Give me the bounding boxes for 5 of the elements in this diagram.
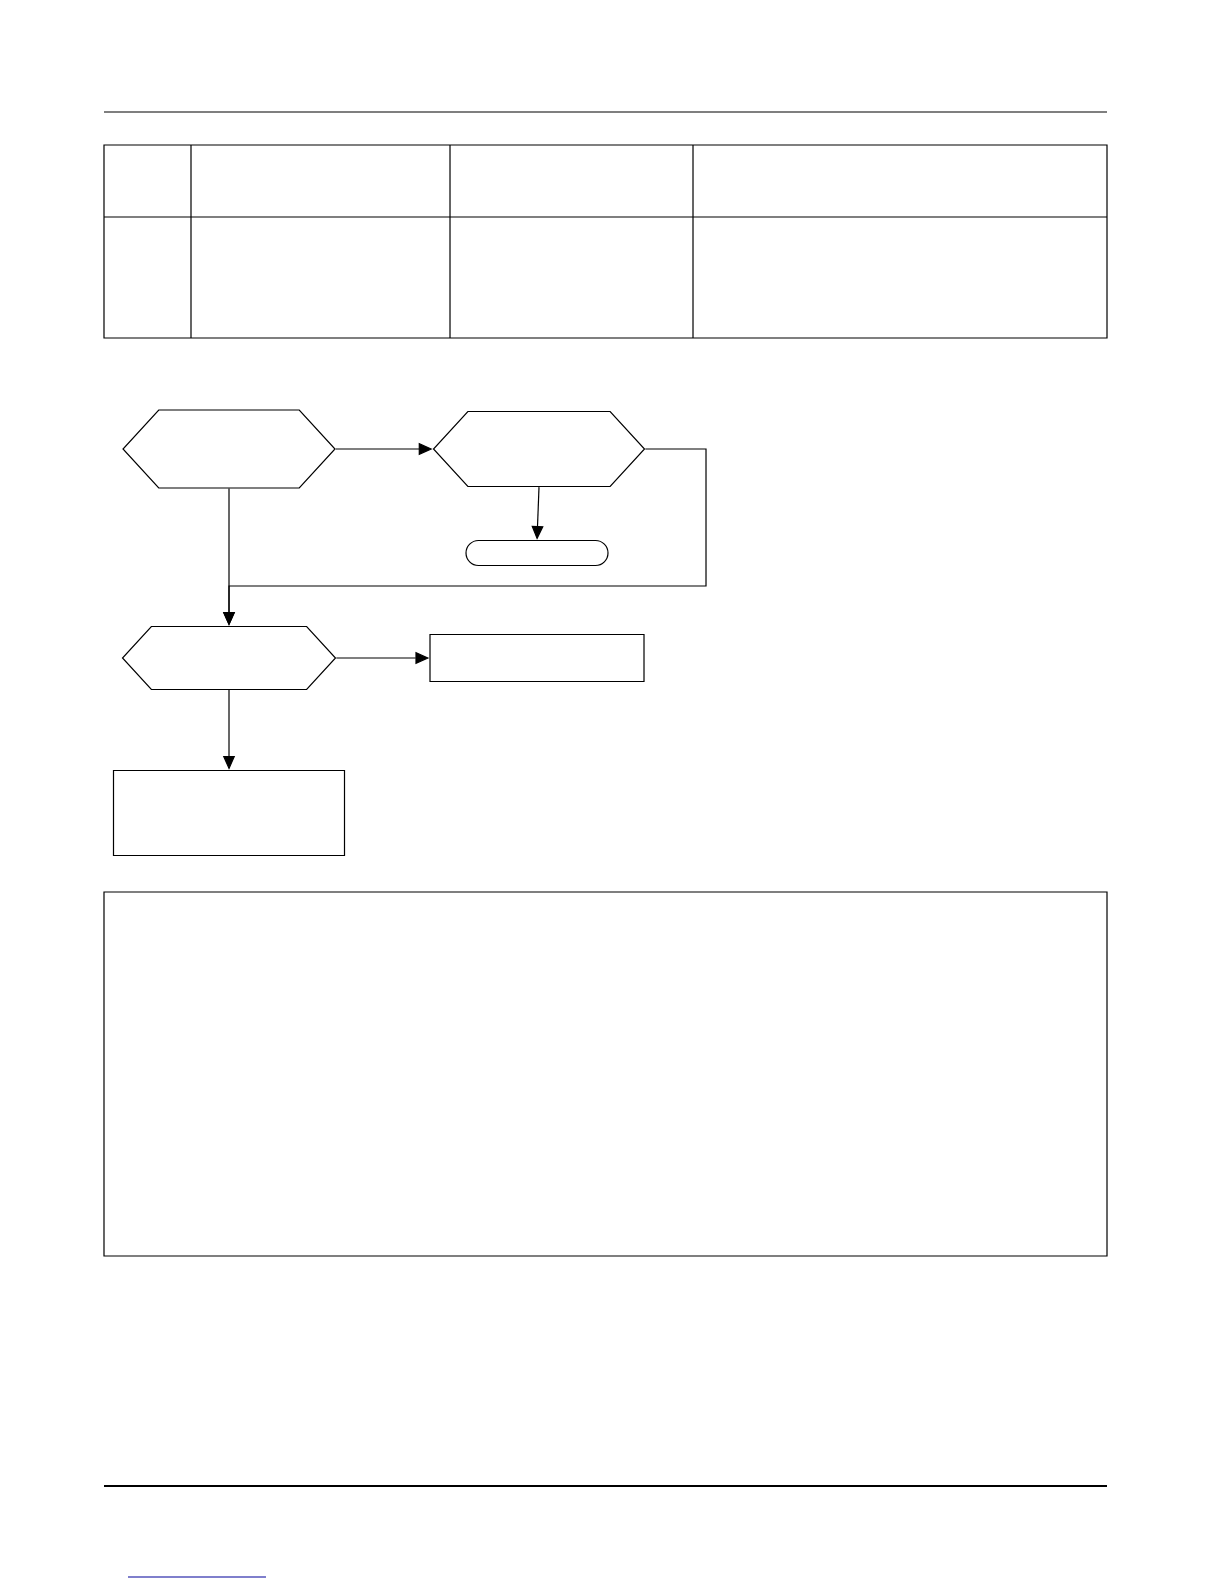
process-box	[112, 769, 346, 857]
hexagon	[122, 409, 336, 489]
hexagon	[432, 410, 646, 488]
hexagon	[121, 625, 337, 691]
process-box	[429, 633, 645, 683]
